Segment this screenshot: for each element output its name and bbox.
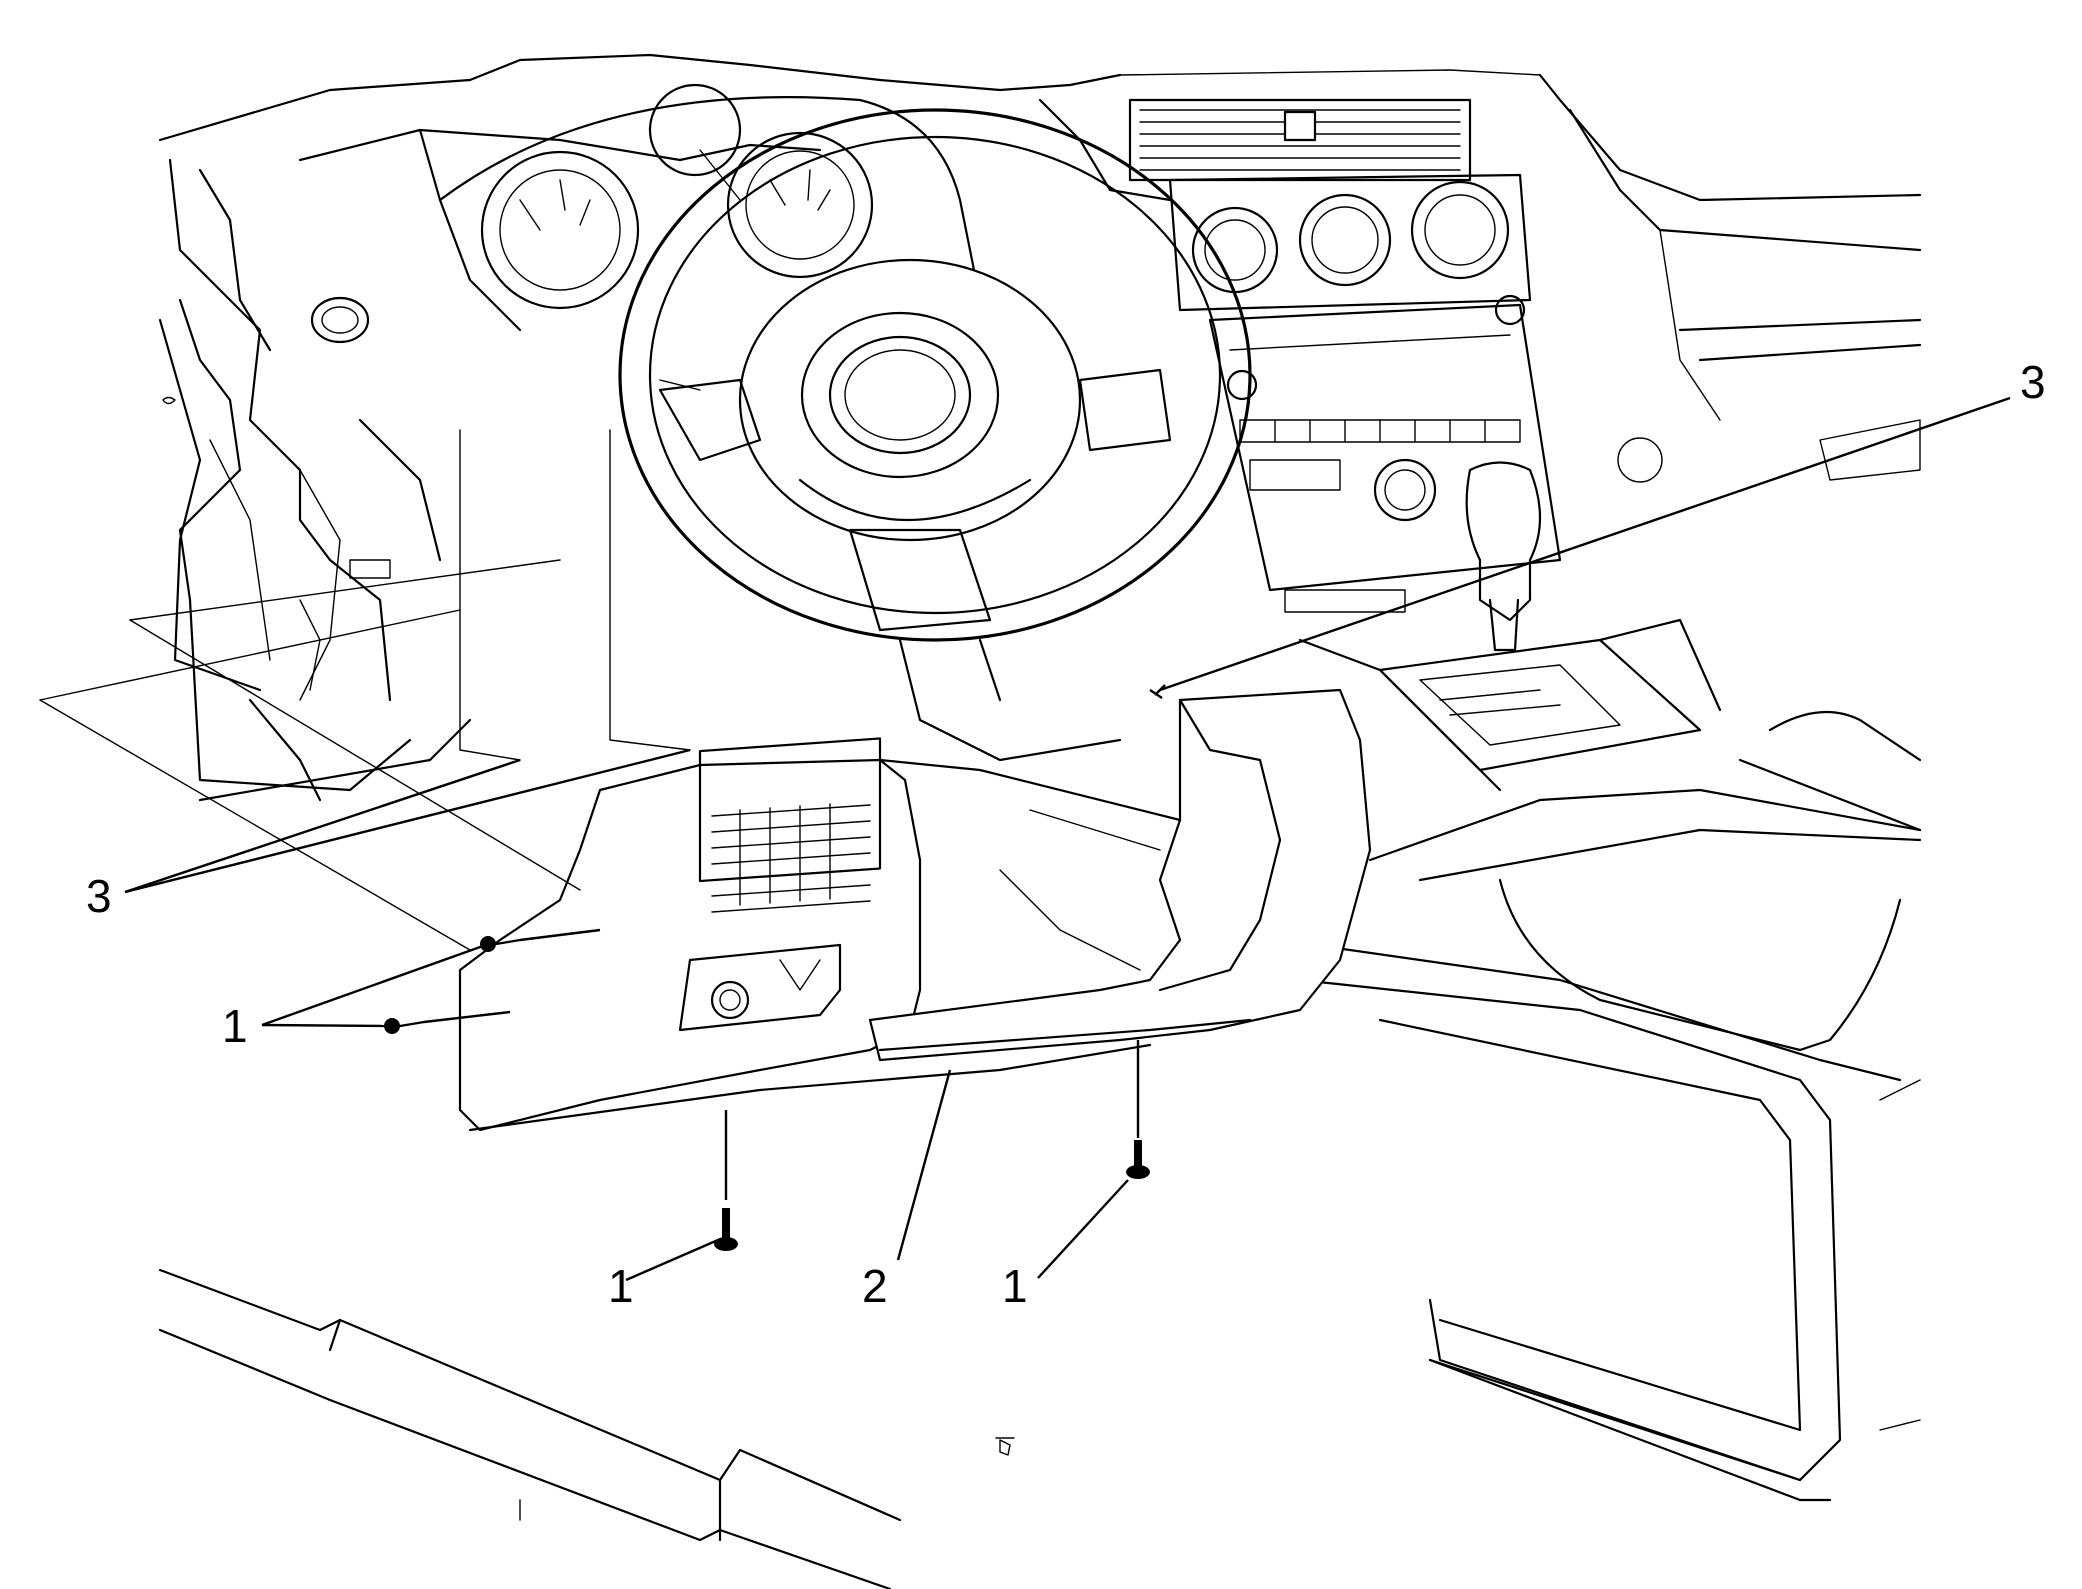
callout-retainer-right: 3 [2020,356,2046,408]
callout-fastener-bottom-left: 1 [608,1260,634,1312]
callout-trim-panel: 2 [862,1260,888,1312]
screw-upper-2 [384,1018,426,1034]
callout-fastener-bottom-right: 1 [1002,1260,1028,1312]
knee-bolster-panel [458,688,1372,1132]
center-stack [1128,98,1562,613]
steering-wheel [618,108,1252,762]
instrument-cluster [438,83,982,310]
upper-dash [298,53,1922,421]
left-door-trim [158,78,472,802]
floor-trim [158,1268,1832,1589]
shift-console [1298,461,1922,832]
leader-lines [39,396,2011,1282]
callout-retainer-left: 3 [86,870,112,922]
callout-labels: 1 1 2 1 3 3 [86,356,2046,1312]
screw-bottom-right [1126,1140,1150,1179]
callout-fastener-left-upper: 1 [222,1000,248,1052]
screw-bottom-left [714,1208,738,1251]
screw-upper-1 [480,936,522,952]
